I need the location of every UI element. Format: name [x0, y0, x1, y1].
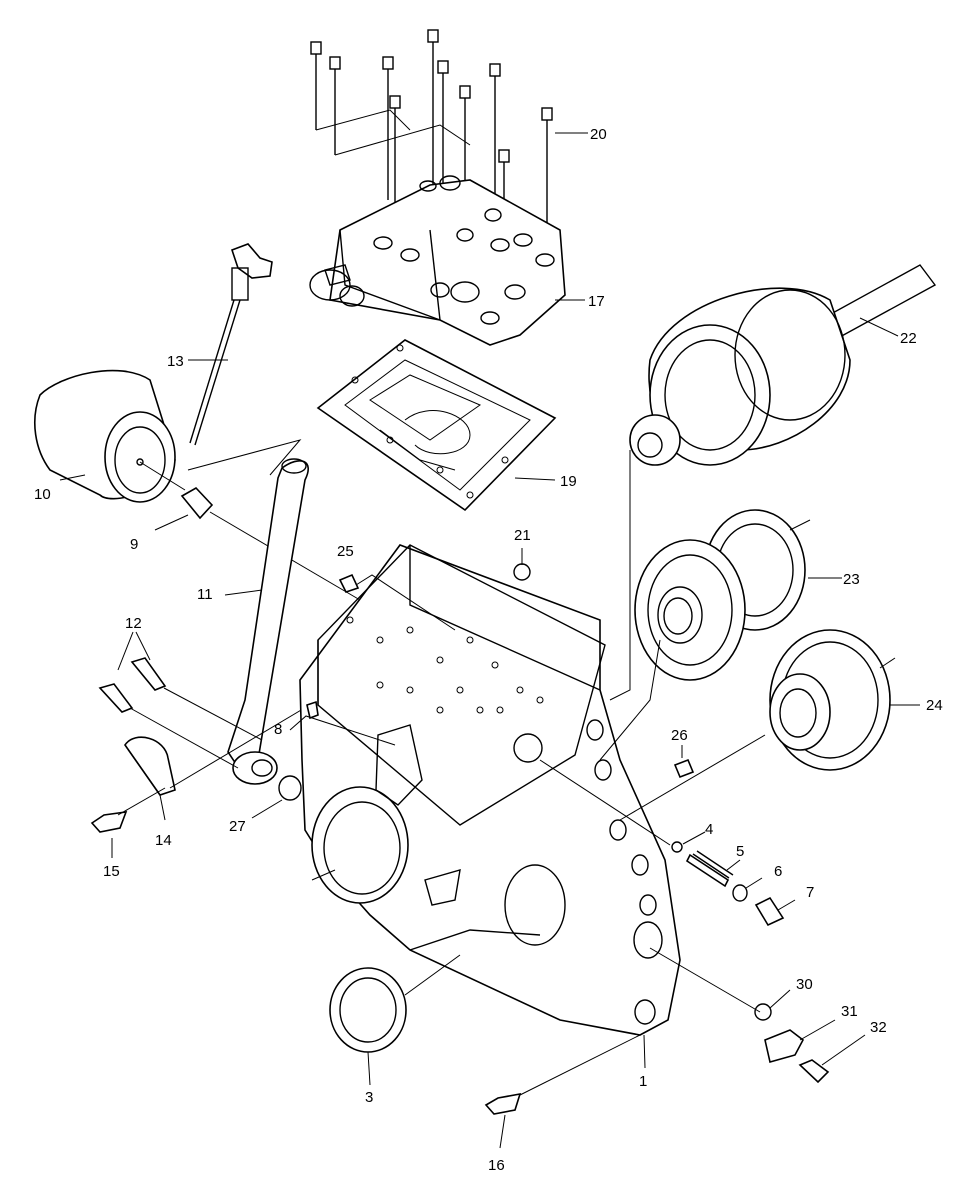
valve-block — [309, 175, 585, 346]
output-gear — [619, 629, 920, 821]
label-19: 19 — [560, 473, 577, 490]
label-14: 14 — [155, 832, 172, 849]
plunger-parts — [539, 759, 866, 1084]
label-15: 15 — [103, 863, 120, 880]
dipstick — [187, 243, 302, 476]
label-22: 22 — [900, 330, 917, 347]
label-20: 20 — [590, 126, 607, 143]
label-21: 21 — [514, 527, 531, 544]
label-24: 24 — [926, 697, 943, 714]
label-4: 4 — [705, 821, 713, 838]
label-8: 8 — [274, 721, 282, 738]
label-17: 17 — [588, 293, 605, 310]
label-32: 32 — [870, 1019, 887, 1036]
label-9: 9 — [130, 536, 138, 553]
label-31: 31 — [841, 1003, 858, 1020]
part-number-labels: 1 3 4 5 6 7 8 9 10 11 12 13 14 15 16 17 … — [34, 126, 943, 1174]
gasket-plate — [316, 339, 557, 512]
label-7: 7 — [806, 884, 814, 901]
small-parts — [289, 548, 695, 779]
intermediate-gear-cluster — [599, 509, 842, 761]
oil-filter — [34, 369, 186, 503]
suction-pipe — [224, 458, 309, 785]
label-1: 1 — [639, 1073, 647, 1090]
label-3: 3 — [365, 1089, 373, 1106]
label-10: 10 — [34, 486, 51, 503]
o-ring — [251, 775, 302, 819]
bolt-16 — [484, 1034, 641, 1149]
label-11: 11 — [197, 586, 213, 603]
label-26: 26 — [671, 727, 688, 744]
label-23: 23 — [843, 571, 860, 588]
label-30: 30 — [796, 976, 813, 993]
seal-ring — [329, 954, 461, 1086]
screws-and-clamp — [90, 631, 319, 858]
fitting — [154, 486, 361, 601]
label-25: 25 — [337, 543, 354, 560]
label-27: 27 — [229, 818, 246, 835]
label-5: 5 — [736, 843, 744, 860]
main-shaft-assembly — [609, 264, 937, 701]
label-12: 12 — [125, 615, 142, 632]
transmission-housing — [299, 544, 681, 1069]
label-16: 16 — [488, 1157, 505, 1174]
label-6: 6 — [774, 863, 782, 880]
label-13: 13 — [167, 353, 184, 370]
